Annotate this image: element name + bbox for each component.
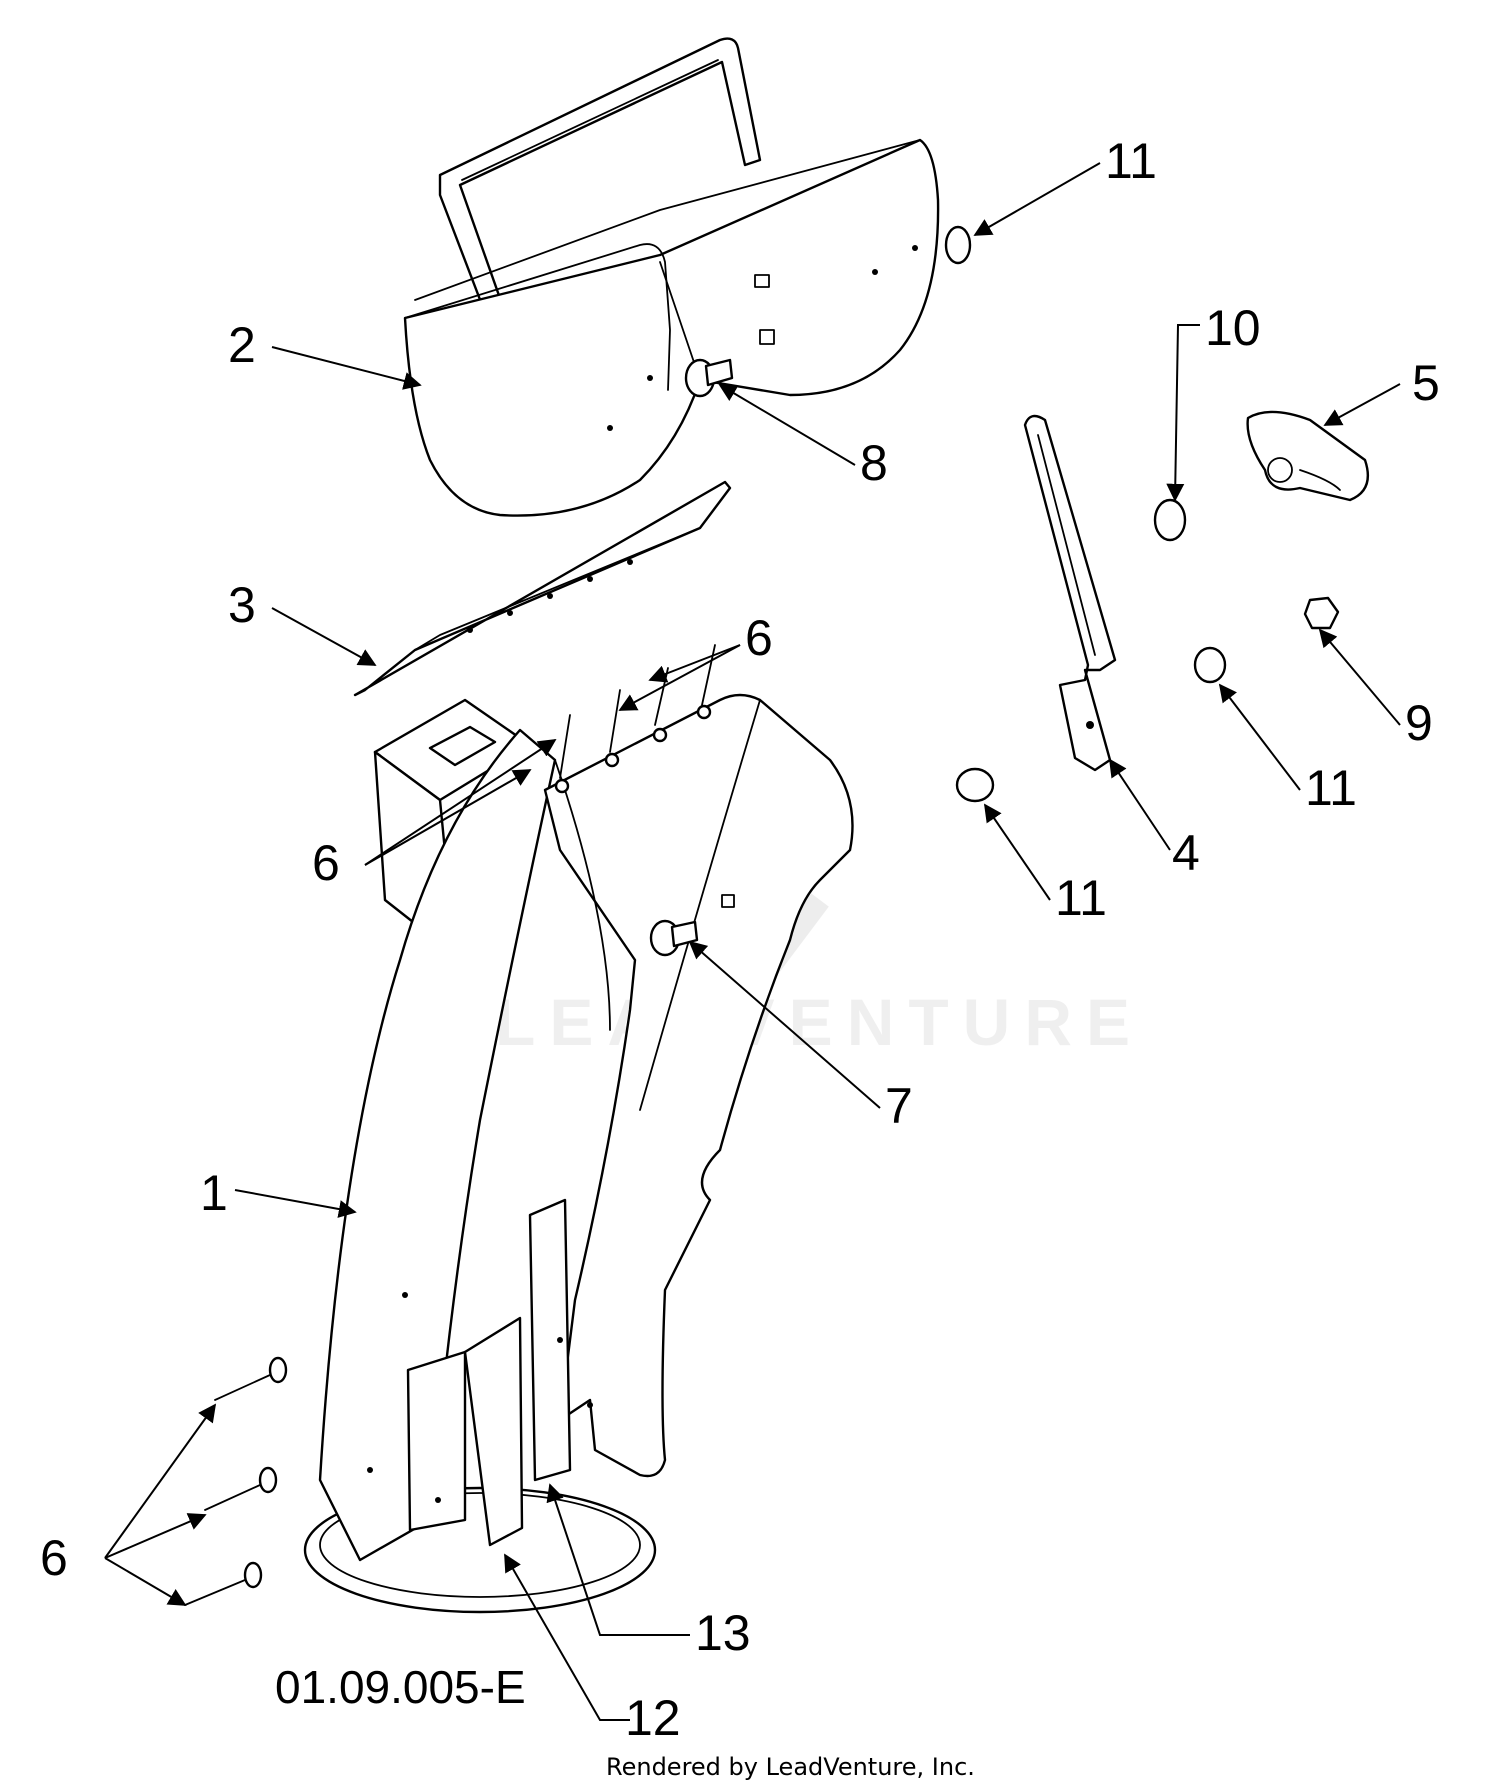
part-1-chute[interactable]	[303, 693, 854, 1614]
callout-10: 10	[1205, 300, 1261, 356]
callout-2: 2	[228, 317, 256, 373]
part-5-knob[interactable]	[1246, 410, 1370, 502]
callout-12: 12	[625, 1690, 681, 1746]
callout-11-top: 11	[1105, 133, 1157, 189]
part-10-washer[interactable]	[1153, 498, 1187, 542]
callout-1: 1	[200, 1165, 228, 1221]
leader-lines	[104, 162, 1401, 1721]
part-2-deflector[interactable]	[403, 37, 940, 517]
watermark-text: LEADVENTURE	[495, 985, 1144, 1059]
drawing-code: 01.09.005-E	[275, 1661, 526, 1713]
callout-8: 8	[860, 435, 888, 491]
callout-11-low: 11	[1055, 870, 1107, 926]
callout-13: 13	[695, 1605, 751, 1661]
callout-4: 4	[1172, 825, 1200, 881]
callout-6-top: 6	[745, 610, 773, 666]
part-11-washer-top[interactable]	[944, 225, 972, 265]
part-6-rivets-top[interactable]	[554, 644, 716, 794]
part-7-bolt[interactable]	[649, 919, 699, 957]
callout-6-bottom: 6	[40, 1530, 68, 1586]
credit-text: Rendered by LeadVenture, Inc.	[606, 1753, 975, 1781]
callout-7: 7	[885, 1078, 913, 1134]
part-8-bolt[interactable]	[684, 358, 734, 398]
callout-9: 9	[1405, 695, 1433, 751]
callout-6-mid: 6	[312, 835, 340, 891]
part-4-bracket[interactable]	[1023, 414, 1117, 772]
part-6-rivets-bottom[interactable]	[184, 1356, 288, 1606]
callout-5: 5	[1412, 355, 1440, 411]
callout-11-mid: 11	[1305, 760, 1357, 816]
part-3-blade[interactable]	[353, 480, 732, 697]
callout-3: 3	[228, 577, 256, 633]
part-9-nut[interactable]	[1303, 596, 1340, 630]
part-11-washer-mid[interactable]	[1193, 646, 1227, 684]
part-11-washer-low[interactable]	[955, 767, 995, 803]
